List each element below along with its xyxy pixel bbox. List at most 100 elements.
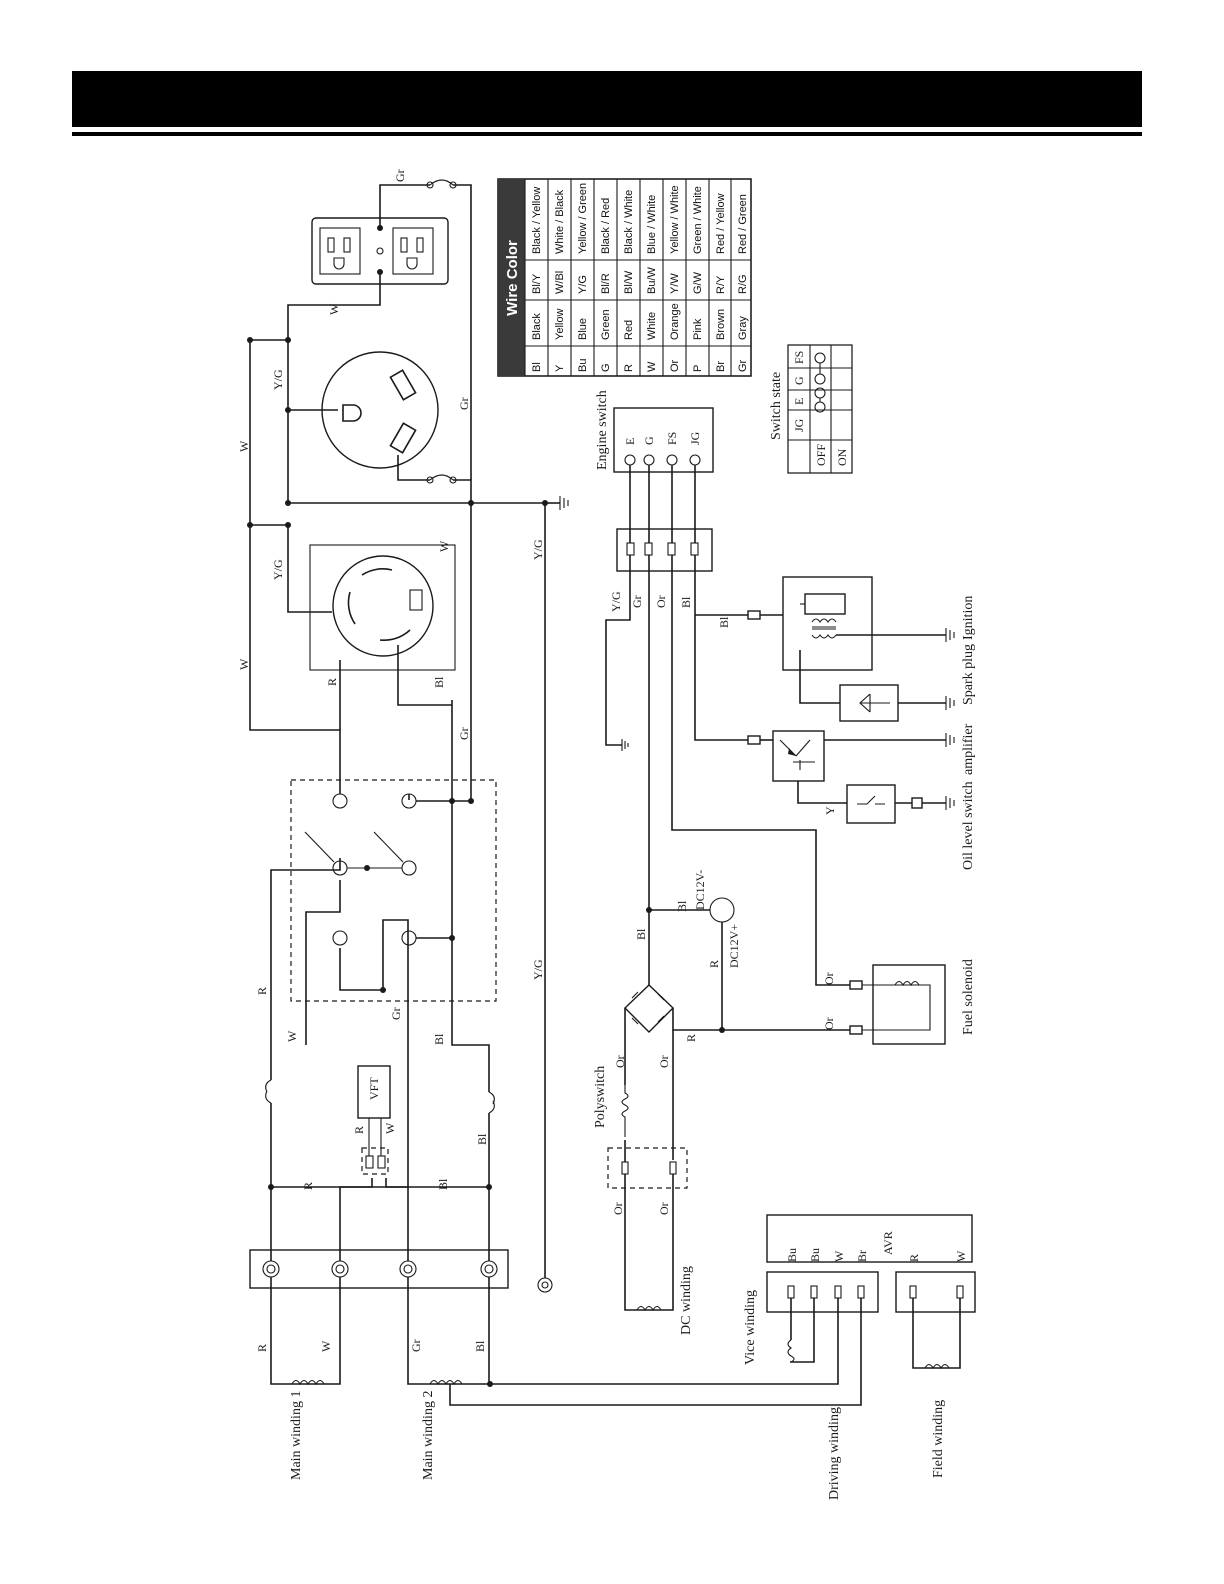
label-ignition: Ignition — [961, 596, 976, 640]
wire-color-cell-name2: Black / Red — [600, 198, 612, 254]
label-dc-winding: DC winding — [679, 1266, 694, 1335]
terminal-block — [249, 1249, 509, 1289]
wire-color-title: Wire Color — [504, 240, 521, 316]
wire-color-cell-name2: Yellow / Green — [577, 183, 589, 254]
twist-lock-receptacle: Y/G W R Bl W — [237, 522, 456, 730]
avr-section: AVR Bu Bu W Br R W Vice winding Driving … — [449, 1214, 976, 1500]
bridge-rectifier — [623, 984, 675, 1033]
label-polyswitch: Polyswitch — [593, 1066, 608, 1128]
switch-col-fs: FS — [792, 351, 806, 364]
terminal-fs: FS — [665, 432, 679, 445]
wire-color-cell-name2: Yellow / White — [669, 185, 681, 254]
label-w-avr: W — [832, 1250, 846, 1262]
wire-color-cell-code: R — [623, 364, 635, 372]
label-yg-rec1: Y/G — [271, 559, 285, 580]
label-or-dc2: Or — [657, 1202, 671, 1215]
wire-color-cell-name: Yellow — [554, 309, 566, 340]
wire-color-cell-code: G — [600, 363, 612, 372]
label-gr-brk: Gr — [457, 727, 471, 740]
wire-color-cell-code2: W/Bl — [554, 271, 566, 294]
terminal-jg: JG — [688, 431, 702, 445]
wire-color-cell-name2: Black / Yellow — [531, 187, 543, 254]
label-field-winding: Field winding — [931, 1400, 946, 1478]
wire-color-cell-code2: Y/W — [669, 273, 681, 294]
label-amplifier: amplifier — [961, 723, 976, 775]
engine-switch-title: Engine switch — [595, 390, 610, 470]
wire-color-cell-name: Black — [531, 313, 543, 340]
label-w-vft: W — [383, 1122, 397, 1134]
duplex-outlet: Gr W — [285, 169, 472, 480]
wire-color-cell-code: Y — [554, 364, 566, 372]
label-bl-3: Bl — [475, 1133, 489, 1145]
label-r-avr: R — [907, 1254, 921, 1262]
label-driving-winding: Driving winding — [827, 1407, 842, 1500]
label-yg-rec2: Y/G — [271, 369, 285, 390]
wire-color-cell-code2: R/Y — [715, 275, 727, 294]
label-y-oil: Y — [823, 806, 837, 815]
engine-switch-connector — [616, 528, 713, 572]
label-w-rec1: W — [237, 658, 251, 670]
label-bu-2: Bu — [808, 1248, 822, 1262]
label-gr-mw2: Gr — [409, 1339, 423, 1352]
label-r-2: R — [301, 1182, 315, 1190]
wire-color-cell-name2: Green / White — [692, 186, 704, 254]
label-r-mw1: R — [255, 1344, 269, 1352]
label-or-rect2: Or — [657, 1055, 671, 1068]
label-yg-gnd1: Y/G — [531, 539, 545, 560]
header-rule — [72, 132, 1142, 136]
switch-col-jg: JG — [792, 418, 806, 432]
wire-color-cell-name: Orange — [669, 303, 681, 340]
label-main-winding-1: Main winding 1 — [289, 1391, 304, 1480]
label-vice-winding: Vice winding — [743, 1290, 758, 1365]
label-bl-dc: Bl — [634, 928, 648, 940]
wire-color-cell-code2: Bl/R — [600, 273, 612, 294]
label-bl-dc2: Bl — [675, 900, 689, 912]
engine-switch: Engine switch E G FS JG Y/G — [595, 390, 850, 986]
label-yg-gnd2: Y/G — [531, 959, 545, 980]
switch-row-off: OFF — [814, 444, 828, 466]
wire-color-cell-name: Green — [600, 309, 612, 340]
label-w-dup: W — [327, 303, 341, 315]
wire-color-cell-code: Gr — [737, 359, 749, 372]
wire-color-cell-code: Bu — [577, 359, 589, 372]
wire-color-cell-code2: R/G — [737, 274, 749, 294]
wire-color-cell-name2: White / Black — [554, 189, 566, 254]
wire-color-cell-code: Or — [669, 359, 681, 372]
wire-color-cell-code2: Bl/W — [623, 270, 635, 294]
label-gr-es: Gr — [630, 595, 644, 608]
wire-color-cell-name2: Red / Yellow — [715, 193, 727, 254]
wire-color-cell-name: Brown — [715, 309, 727, 340]
wire-color-cell-code2: Y/G — [577, 275, 589, 294]
label-oil-level-switch: Oil level switch — [961, 781, 976, 870]
label-r-1: R — [255, 987, 269, 995]
wire-color-cell-code: W — [646, 361, 658, 372]
label-or-fs1: Or — [822, 972, 836, 985]
fuel-solenoid: Fuel solenoid Or Or — [822, 959, 976, 1045]
label-r-rec1: R — [325, 678, 339, 686]
label-w-rec2: W — [237, 440, 251, 452]
wire-color-cell-name: Red — [623, 320, 635, 340]
wire-color-header — [498, 179, 525, 376]
label-gr-1: Gr — [389, 1007, 403, 1020]
wire-color-cell-code: Bl — [531, 362, 543, 372]
header-bar — [72, 71, 1142, 127]
wire-color-cell-name: Blue — [577, 318, 589, 340]
label-w-1: W — [285, 1030, 299, 1042]
label-bl-rec1: Bl — [432, 676, 446, 688]
switch-state-table: Switch state JG E G FS OFF ON — [769, 344, 853, 474]
label-yg-es: Y/G — [609, 591, 623, 612]
dc-circuit: Bl Bl DC12V- R DC12V+ R Or Or Polyswitch… — [593, 870, 850, 1335]
label-w-mw1: W — [319, 1340, 333, 1352]
switch-col-e: E — [792, 398, 806, 405]
label-spark-plug: Spark plug — [961, 644, 976, 705]
label-w-avr2: W — [954, 1250, 968, 1262]
label-dc12v-minus: DC12V- — [693, 870, 707, 910]
terminal-g: G — [642, 436, 656, 445]
wire-color-cell-name: Pink — [692, 318, 704, 340]
label-bl-es: Bl — [679, 596, 693, 608]
wire-color-cell-code2: Bl/Y — [531, 273, 543, 294]
label-bl-2: Bl — [436, 1178, 450, 1190]
label-bl-mw2: Bl — [473, 1340, 487, 1352]
